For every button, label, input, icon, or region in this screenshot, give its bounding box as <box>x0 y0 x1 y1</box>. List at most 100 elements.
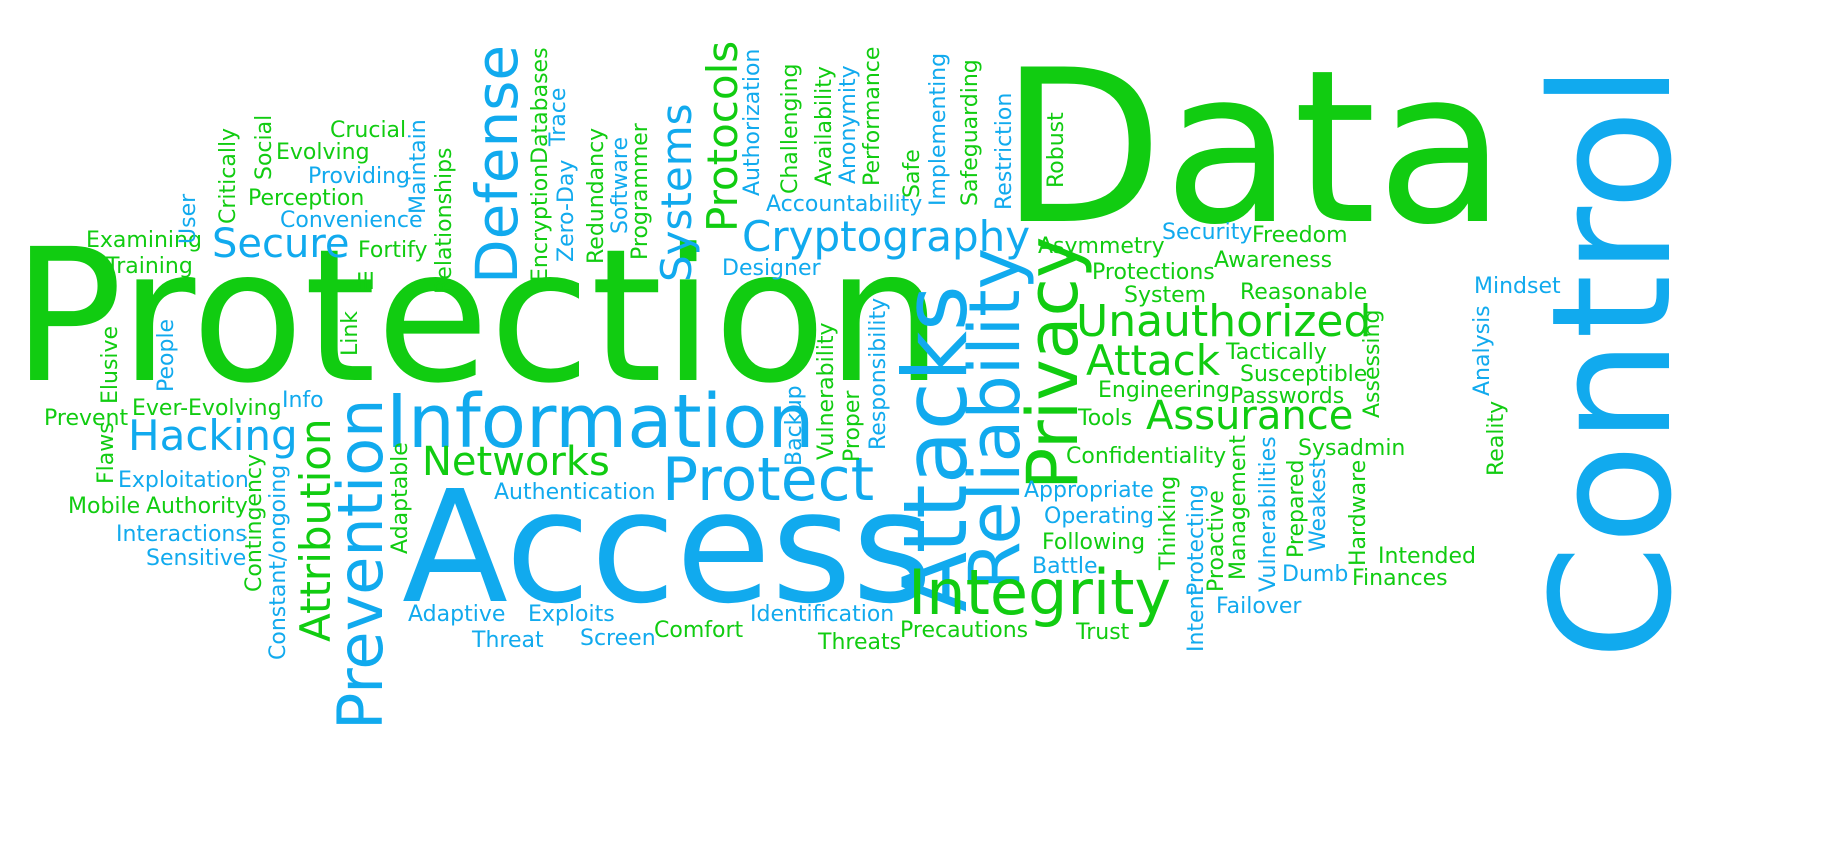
word-ill: Ill <box>356 270 375 295</box>
word-social: Social <box>252 114 277 180</box>
word-critically: Critically <box>216 127 241 224</box>
word-unauthorized: Unauthorized <box>1076 296 1372 347</box>
word-reality: Reality <box>1484 400 1509 476</box>
word-implementing: Implementing <box>926 52 951 206</box>
word-systems: Systems <box>652 103 701 283</box>
word-threat: Threat <box>472 628 544 653</box>
word-access: Access <box>402 457 933 638</box>
word-mindset: Mindset <box>1474 274 1561 299</box>
word-availability: Availability <box>812 66 837 186</box>
word-attribution: Attribution <box>291 418 340 642</box>
word-providing: Providing <box>308 164 411 189</box>
word-link: Link <box>338 310 363 356</box>
word-integrity: Integrity <box>908 556 1172 629</box>
word-screen: Screen <box>580 626 656 651</box>
word-user: User <box>176 193 201 244</box>
word-authentication: Authentication <box>494 480 656 505</box>
word-operating: Operating <box>1044 504 1154 529</box>
word-precautions: Precautions <box>900 618 1029 643</box>
word-safeguarding: Safeguarding <box>958 59 983 206</box>
word-authority: Authority <box>146 494 248 519</box>
word-tools: Tools <box>1078 406 1133 431</box>
word-weakest: Weakest <box>1306 458 1331 552</box>
word-control: Control <box>1516 63 1708 660</box>
word-responsibility: Responsibility <box>866 297 891 450</box>
word-prevent: Prevent <box>44 406 129 431</box>
word-ever-evolving: Ever-Evolving <box>132 396 282 421</box>
word-intent: Intent <box>1184 586 1209 652</box>
word-finances: Finances <box>1352 566 1448 591</box>
word-safe: Safe <box>900 149 925 198</box>
word-maintain: Maintain <box>406 119 431 214</box>
word-comfort: Comfort <box>654 618 744 643</box>
word-evolving: Evolving <box>276 140 370 165</box>
word-programmer: Programmer <box>628 123 653 260</box>
word-perception: Perception <box>248 186 365 211</box>
word-flaws: Flaws <box>94 422 119 484</box>
word-assurance: Assurance <box>1146 393 1354 439</box>
word-info: Info <box>282 388 324 413</box>
word-failover: Failover <box>1216 594 1302 619</box>
word-sensitive: Sensitive <box>146 546 247 571</box>
word-protection: Protection <box>12 210 943 424</box>
word-exploitation: Exploitation <box>118 468 249 493</box>
word-designer: Designer <box>722 256 821 281</box>
word-reasonable: Reasonable <box>1240 280 1368 305</box>
word-trace: Trace <box>546 87 571 146</box>
word-susceptible: Susceptible <box>1240 362 1368 387</box>
word-attack: Attack <box>1086 336 1221 385</box>
word-prepared: Prepared <box>1284 459 1309 558</box>
word-analysis: Analysis <box>1470 305 1495 396</box>
word-networks: Networks <box>422 439 610 485</box>
word-dumb: Dumb <box>1282 562 1349 587</box>
word-information: Information <box>386 379 815 465</box>
word-constant-ongoing: Constant/ongoing <box>266 464 291 660</box>
word-zero-day: Zero-Day <box>554 159 579 262</box>
word-secure: Secure <box>212 221 350 267</box>
word-protocols: Protocols <box>698 40 747 232</box>
word-system: System <box>1124 283 1207 308</box>
word-passwords: Passwords <box>1230 384 1345 409</box>
word-adaptable: Adaptable <box>388 442 413 554</box>
word-awareness: Awareness <box>1214 248 1333 273</box>
word-accountability: Accountability <box>766 192 923 217</box>
word-elusive: Elusive <box>98 325 123 404</box>
word-backup: Backup <box>782 385 807 466</box>
word-challenging: Challenging <box>778 63 803 194</box>
word-proper: Proper <box>840 390 865 462</box>
word-engineering: Engineering <box>1098 378 1230 403</box>
word-redundancy: Redundancy <box>584 127 609 264</box>
word-hacking: Hacking <box>128 411 298 460</box>
word-authorization: Authorization <box>740 48 765 196</box>
word-performance: Performance <box>860 46 885 186</box>
word-training: Training <box>106 254 193 279</box>
word-freedom: Freedom <box>1252 223 1348 248</box>
word-threats: Threats <box>818 630 902 655</box>
word-robust: Robust <box>1044 112 1069 188</box>
word-asymmetry: Asymmetry <box>1038 234 1165 259</box>
word-convenience: Convenience <box>280 208 423 233</box>
word-proactive: Proactive <box>1204 490 1229 592</box>
word-relationships: Relationships <box>432 147 457 294</box>
word-anonymity: Anonymity <box>836 65 861 184</box>
word-people: People <box>154 318 179 392</box>
word-thinking: Thinking <box>1156 475 1181 570</box>
word-identification: Identification <box>750 602 895 627</box>
word-trust: Trust <box>1076 620 1130 645</box>
word-sysadmin: Sysadmin <box>1298 436 1406 461</box>
word-vulnerability: Vulnerability <box>814 322 839 460</box>
word-fortify: Fortify <box>358 238 428 263</box>
word-cryptography: Cryptography <box>742 212 1031 261</box>
word-defense: Defense <box>463 44 531 284</box>
word-following: Following <box>1042 530 1146 555</box>
word-exploits: Exploits <box>528 602 615 627</box>
word-vulnerabilities: Vulnerabilities <box>1256 436 1281 592</box>
word-crucial: Crucial <box>330 118 407 143</box>
word-appropriate: Appropriate <box>1024 478 1154 503</box>
word-encryptiondatabases: EncryptionDatabases <box>528 47 553 282</box>
word-interactions: Interactions <box>116 522 247 547</box>
word-mobile: Mobile <box>68 494 141 519</box>
word-intended: Intended <box>1378 544 1477 569</box>
word-hardware: Hardware <box>1346 459 1371 566</box>
